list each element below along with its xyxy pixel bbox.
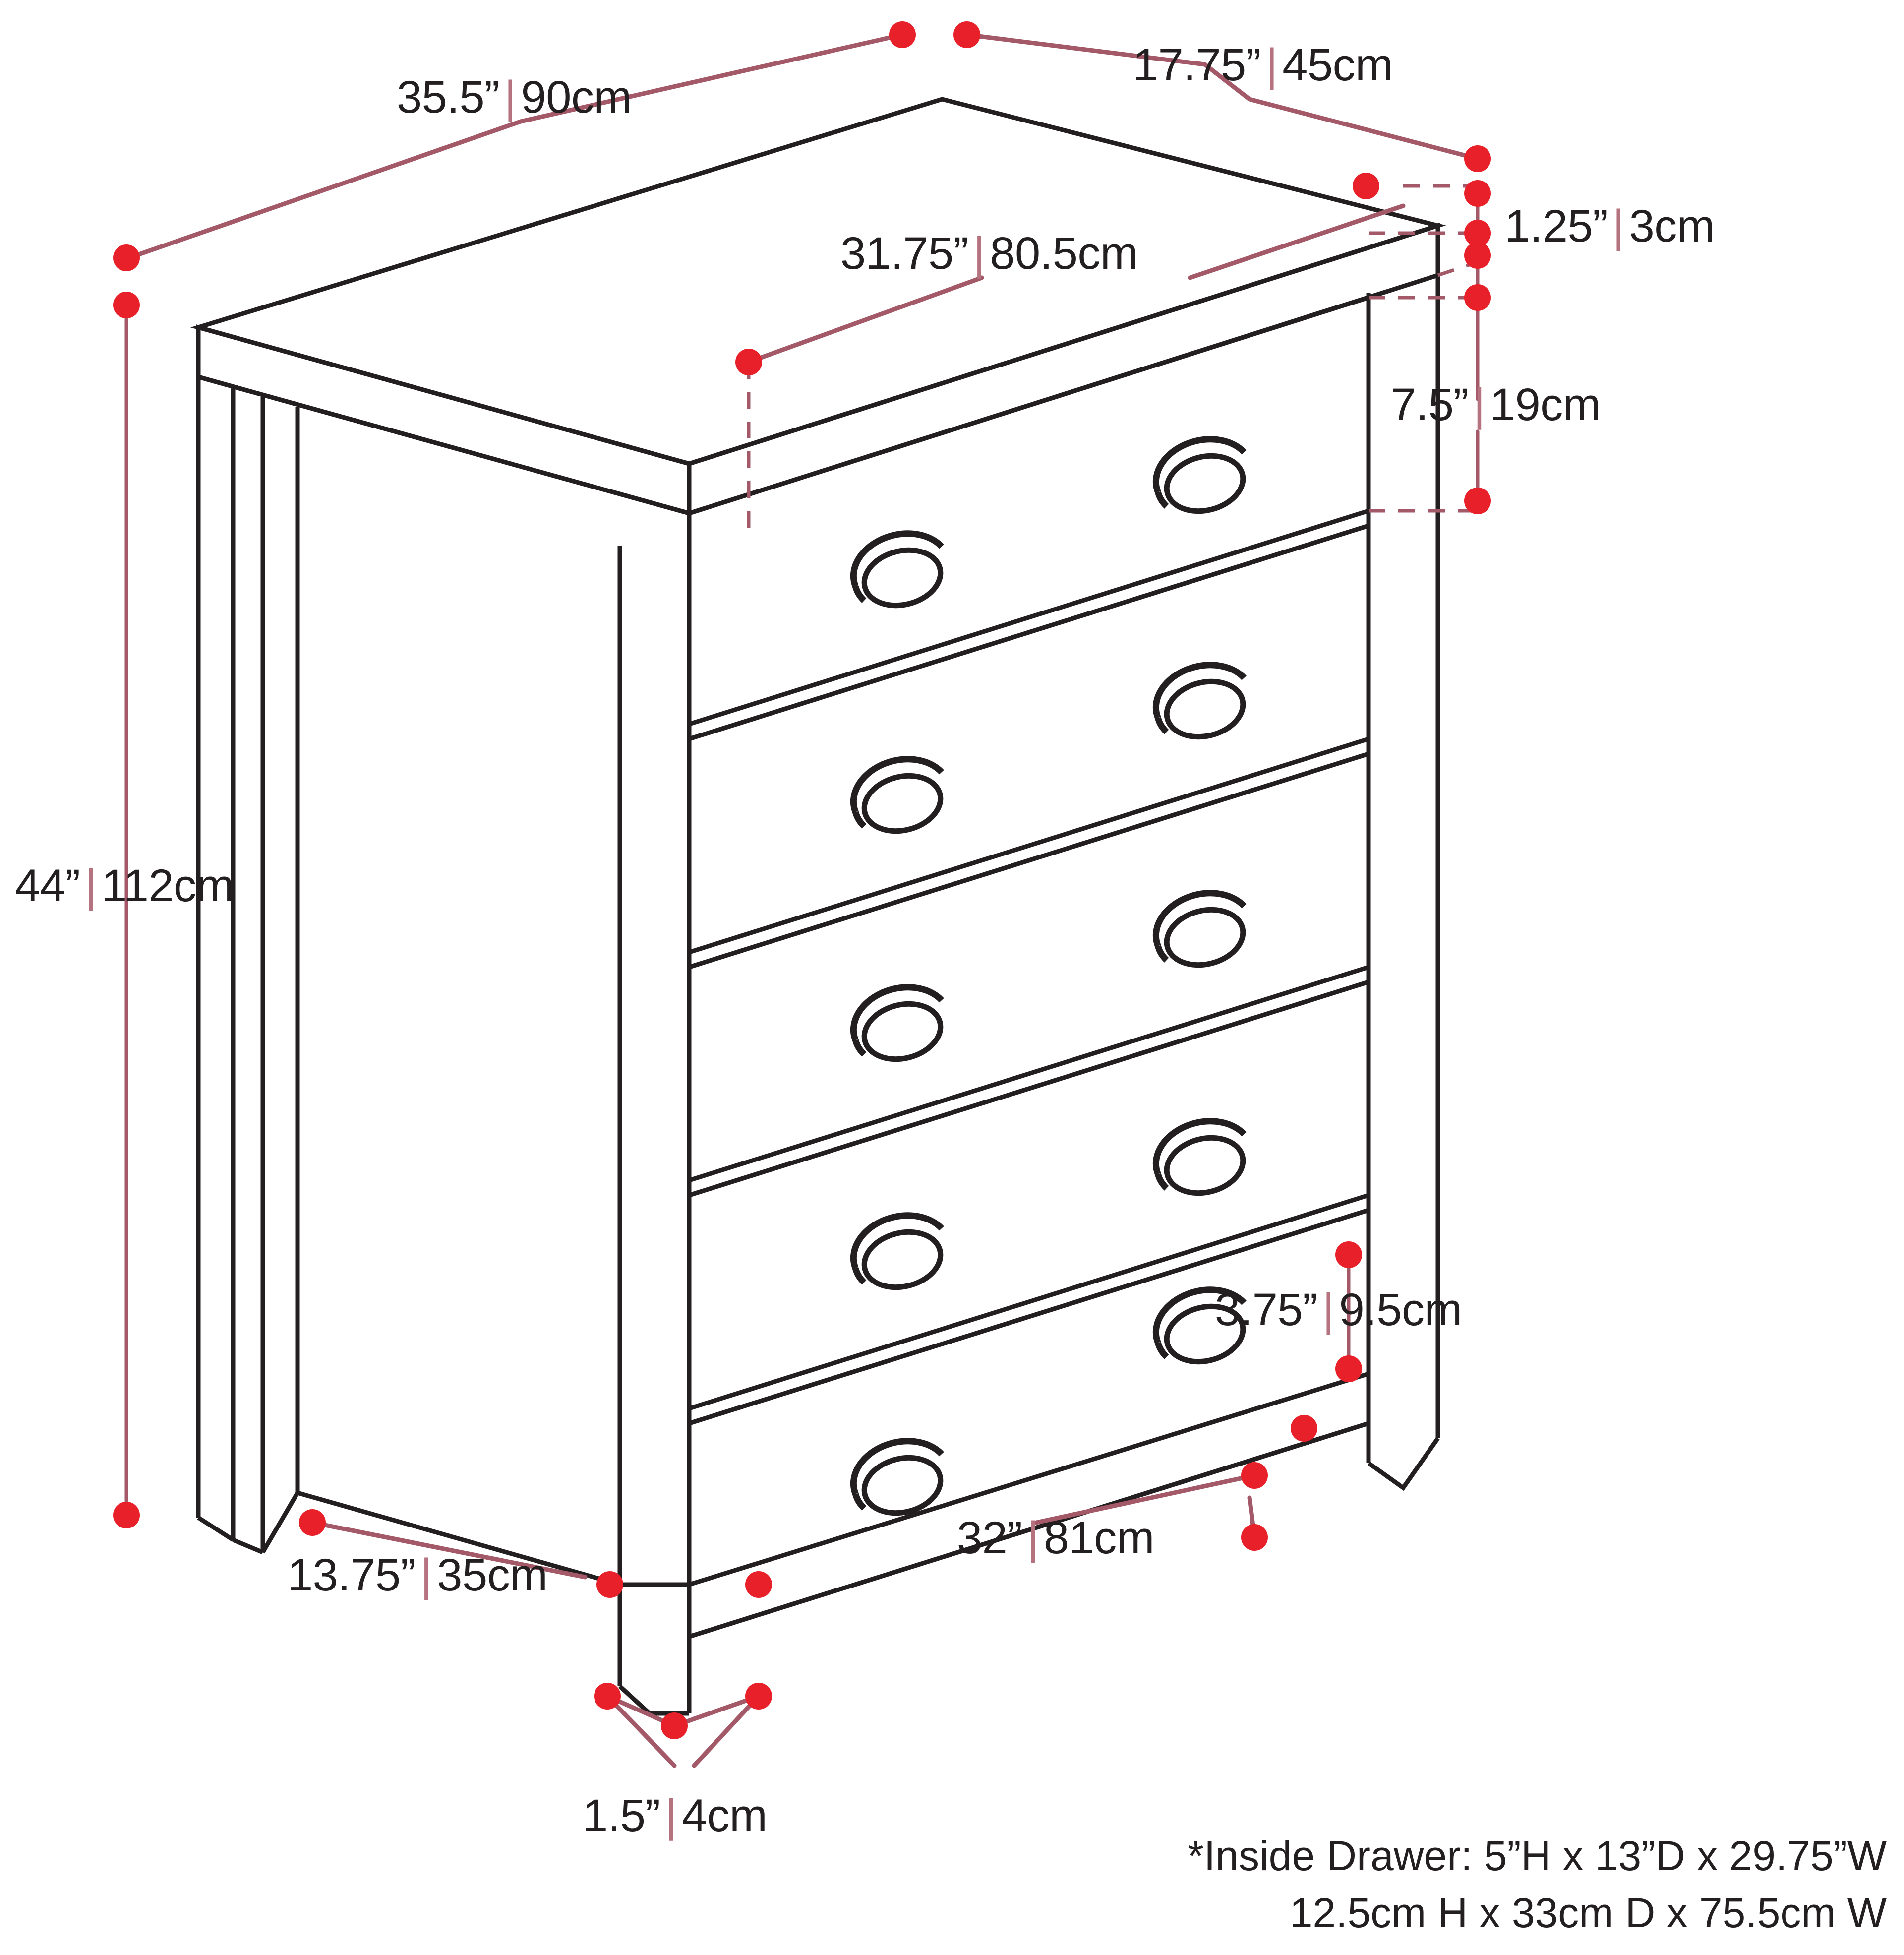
base-width-metric: 81cm bbox=[1043, 1513, 1154, 1563]
cup-pull-icon bbox=[845, 750, 947, 839]
footnote-inside-drawer-metric: 12.5cm H x 33cm D x 75.5cm W bbox=[1289, 1890, 1887, 1936]
cup-pull-icon bbox=[1148, 430, 1249, 519]
cup-pull-icon bbox=[845, 525, 947, 613]
dimension-label-leg-height: 3.75”|9.5cm bbox=[1215, 1287, 1462, 1333]
leg-height-metric: 9.5cm bbox=[1339, 1284, 1463, 1335]
unit-separator: | bbox=[1612, 201, 1624, 251]
depth-top-imperial: 17.75” bbox=[1133, 40, 1261, 90]
drawer-front-width-metric: 80.5cm bbox=[990, 228, 1138, 279]
bottom-rail bbox=[620, 1421, 1369, 1639]
width-top-imperial: 35.5” bbox=[397, 72, 500, 122]
side-depth-imperial: 13.75” bbox=[288, 1550, 416, 1600]
top-panel bbox=[190, 97, 1446, 517]
cup-pull-icon bbox=[1148, 884, 1249, 973]
cup-pull-icon bbox=[845, 978, 947, 1067]
dimension-label-leg-thickness: 1.5”|4cm bbox=[583, 1790, 768, 1841]
drawer-front-width-imperial: 31.75” bbox=[840, 228, 968, 279]
drawer-front-1 bbox=[687, 294, 1371, 741]
dimension-label-overall-height: 44”|112cm bbox=[15, 863, 234, 909]
dimension-label-width-top: 35.5”|90cm bbox=[397, 74, 632, 120]
dimension-label-base-width: 32”|81cm bbox=[957, 1515, 1154, 1561]
side-depth-metric: 35cm bbox=[437, 1550, 548, 1600]
dimension-leaders bbox=[124, 32, 1480, 1768]
unit-separator: | bbox=[1027, 1513, 1039, 1563]
leg-height-imperial: 3.75” bbox=[1215, 1284, 1318, 1335]
cup-pull-icon bbox=[1148, 656, 1249, 745]
unit-separator: | bbox=[1473, 379, 1486, 430]
width-top-metric: 90cm bbox=[521, 72, 632, 122]
drawer-front-4 bbox=[687, 978, 1371, 1426]
drawer-front-5 bbox=[687, 1207, 1371, 1640]
unit-separator: | bbox=[1322, 1284, 1334, 1335]
dimension-label-top-thickness: 1.25”|3cm bbox=[1505, 203, 1715, 249]
left-side-panel bbox=[196, 377, 621, 1587]
unit-separator: | bbox=[1265, 40, 1278, 90]
overall-height-metric: 112cm bbox=[101, 860, 234, 911]
cup-pull-icon bbox=[1148, 1112, 1249, 1201]
leg-thickness-metric: 4cm bbox=[681, 1790, 768, 1841]
unit-separator: | bbox=[85, 860, 97, 911]
dimension-dots bbox=[113, 21, 1491, 1739]
dimension-label-depth-top: 17.75”|45cm bbox=[1133, 42, 1393, 88]
base-width-imperial: 32” bbox=[957, 1513, 1022, 1563]
cup-pull-icon bbox=[845, 1207, 947, 1295]
front-left-leg bbox=[617, 513, 692, 1716]
drawer-front-2 bbox=[687, 522, 1371, 970]
top-thickness-imperial: 1.25” bbox=[1505, 201, 1608, 251]
depth-top-metric: 45cm bbox=[1282, 40, 1393, 90]
drawer-height-imperial: 7.5” bbox=[1391, 379, 1469, 430]
top-thickness-metric: 3cm bbox=[1629, 201, 1715, 251]
unit-separator: | bbox=[504, 72, 516, 122]
dimension-label-drawer-height: 7.5”|19cm bbox=[1391, 382, 1601, 428]
leg-thickness-imperial: 1.5” bbox=[583, 1790, 660, 1841]
dimension-label-side-depth: 13.75”|35cm bbox=[288, 1550, 548, 1600]
unit-separator: | bbox=[665, 1790, 677, 1841]
overall-height-imperial: 44” bbox=[15, 860, 80, 911]
cabinet-body bbox=[190, 97, 1446, 1716]
drawer-front-3 bbox=[687, 750, 1371, 1198]
drawer-height-metric: 19cm bbox=[1489, 379, 1601, 430]
unit-separator: | bbox=[973, 228, 985, 279]
dimension-label-drawer-front-width: 31.75”|80.5cm bbox=[840, 231, 1138, 276]
unit-separator: | bbox=[420, 1550, 432, 1600]
footnote-inside-drawer-imperial: *Inside Drawer: 5”H x 13”D x 29.75”W bbox=[1188, 1833, 1887, 1879]
